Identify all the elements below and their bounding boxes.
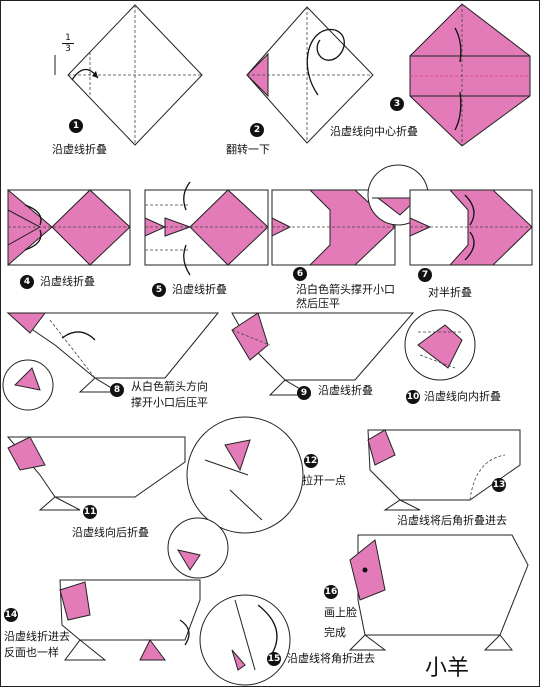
step-label-14-line2: 反面也一样 [4, 646, 59, 659]
step-number-3: 3 [390, 97, 404, 111]
step-10-figure [404, 309, 476, 381]
step-number-1: 1 [69, 119, 83, 133]
step-number-16: 16 [324, 585, 338, 599]
step-number-10: 10 [406, 390, 420, 404]
step-12-figure [186, 416, 304, 534]
step-2-figure [246, 6, 374, 144]
step-label-5: 沿虚线折叠 [172, 283, 227, 296]
step-6-figure [271, 164, 429, 266]
step-number-11: 11 [83, 505, 97, 519]
step-number-14: 14 [4, 608, 18, 622]
step-1-figure [54, 4, 203, 146]
step-number-7: 7 [418, 268, 432, 282]
step-7-figure [409, 189, 533, 266]
step-number-5: 5 [152, 283, 166, 297]
step-label-3: 沿虚线向中心折叠 [330, 125, 418, 138]
step-label-14: 沿虚线折进去 [4, 630, 70, 643]
fraction-denominator: 3 [65, 44, 71, 54]
step-16-figure [348, 534, 529, 651]
diagram-title: 小羊 [425, 656, 470, 681]
step-13-figure [367, 429, 521, 511]
step-5-figure [144, 181, 269, 276]
step-number-2: 2 [250, 123, 264, 137]
step-8-figure [2, 312, 220, 411]
step-label-16-line2: 完成 [324, 626, 346, 639]
step-15-figure [199, 594, 291, 686]
fraction-label: 1 3 [62, 33, 74, 54]
step-label-9: 沿虚线折叠 [318, 384, 373, 397]
step-label-12: 拉开一点 [302, 474, 346, 487]
step-number-9: 9 [297, 386, 311, 400]
step-label-6-line2: 然后压平 [296, 297, 340, 310]
step-9-figure [231, 312, 415, 396]
step-label-8: 从白色箭头方向 [131, 380, 208, 393]
step-3-figure [409, 3, 531, 147]
step-4-figure [7, 188, 131, 267]
step-label-8-line2: 撑开小口后压平 [131, 396, 208, 409]
step-label-15: 沿虚线将角折进去 [287, 652, 375, 665]
step-number-15: 15 [267, 652, 281, 666]
step-14-figure [59, 517, 229, 661]
step-number-12: 12 [304, 454, 318, 468]
step-label-7: 对半折叠 [428, 286, 472, 299]
step-label-11: 沿虚线向后折叠 [72, 526, 149, 539]
step-number-13: 13 [492, 478, 506, 492]
step-label-6: 沿白色箭头撑开小口 [296, 283, 395, 296]
step-label-10: 沿虚线向内折叠 [424, 390, 501, 403]
step-label-4: 沿虚线折叠 [40, 275, 95, 288]
step-11-figure [6, 436, 186, 511]
step-number-8: 8 [110, 383, 124, 397]
step-label-1: 沿虚线折叠 [52, 143, 107, 156]
step-label-2: 翻转一下 [226, 143, 270, 156]
fraction-numerator: 1 [65, 33, 71, 43]
step-label-16: 画上脸 [324, 606, 357, 619]
step-number-6: 6 [293, 267, 307, 281]
step-label-13: 沿虚线将后角折叠进去 [397, 514, 507, 527]
step-number-4: 4 [20, 275, 34, 289]
